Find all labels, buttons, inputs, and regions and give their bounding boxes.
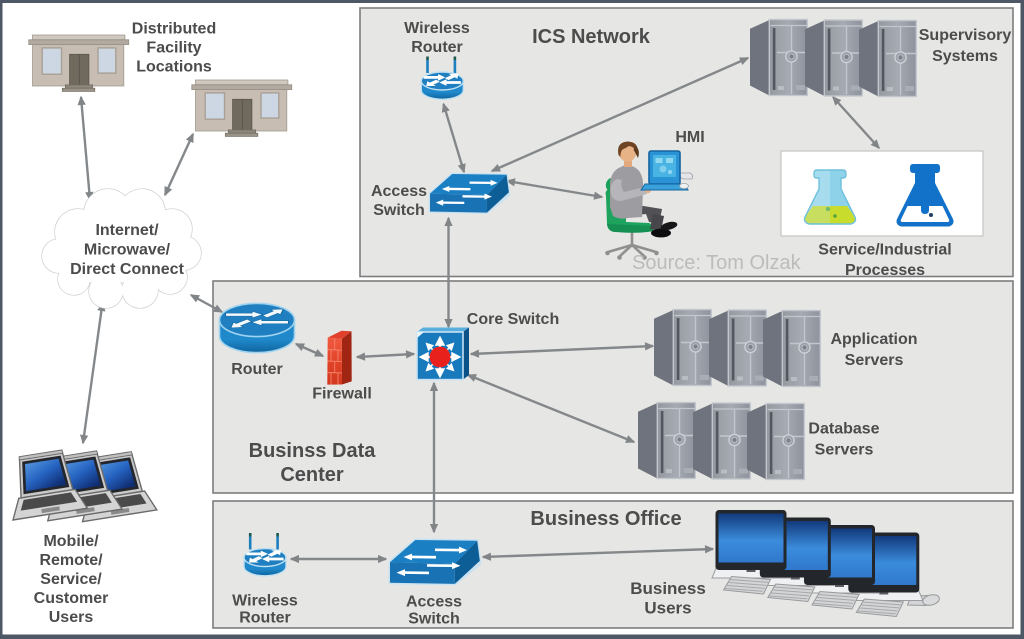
svg-text:HMI: HMI (675, 129, 704, 146)
svg-text:Source: Tom Olzak: Source: Tom Olzak (632, 252, 802, 274)
svg-text:Switch: Switch (408, 611, 460, 628)
svg-text:Servers: Servers (845, 352, 904, 369)
svg-text:Businss Data: Businss Data (249, 440, 377, 462)
svg-text:Direct Connect: Direct Connect (70, 261, 184, 278)
svg-text:Service/Industrial: Service/Industrial (818, 242, 951, 259)
svg-text:Firewall: Firewall (312, 386, 372, 403)
svg-text:Service/: Service/ (40, 571, 102, 588)
svg-text:Internet/: Internet/ (95, 222, 159, 239)
svg-text:Remote/: Remote/ (39, 552, 103, 569)
svg-text:Access: Access (371, 183, 427, 200)
svg-text:Processes: Processes (845, 262, 925, 279)
svg-text:Facility: Facility (146, 40, 201, 57)
svg-text:Wireless: Wireless (404, 20, 470, 37)
svg-text:Wireless: Wireless (232, 593, 298, 610)
svg-text:Users: Users (644, 599, 691, 618)
svg-text:Servers: Servers (815, 442, 874, 459)
svg-text:Router: Router (231, 361, 283, 378)
svg-text:Database: Database (808, 421, 879, 438)
svg-text:Locations: Locations (136, 59, 212, 76)
svg-text:Systems: Systems (932, 48, 998, 65)
svg-text:Access: Access (406, 594, 462, 611)
svg-text:Center: Center (280, 464, 344, 486)
svg-text:Application: Application (830, 331, 917, 348)
svg-text:Mobile/: Mobile/ (43, 533, 99, 550)
svg-text:Business: Business (630, 579, 706, 598)
svg-text:Customer: Customer (34, 590, 109, 607)
svg-text:Router: Router (239, 610, 291, 627)
svg-text:Switch: Switch (373, 202, 425, 219)
svg-text:Core Switch: Core Switch (467, 311, 559, 328)
svg-text:Router: Router (411, 39, 463, 56)
svg-text:Users: Users (49, 609, 94, 626)
svg-text:ICS Network: ICS Network (532, 26, 651, 48)
svg-text:Business Office: Business Office (530, 508, 681, 530)
svg-text:Microwave/: Microwave/ (84, 242, 171, 259)
svg-text:Distributed: Distributed (132, 21, 216, 38)
svg-text:Supervisory: Supervisory (919, 27, 1012, 44)
